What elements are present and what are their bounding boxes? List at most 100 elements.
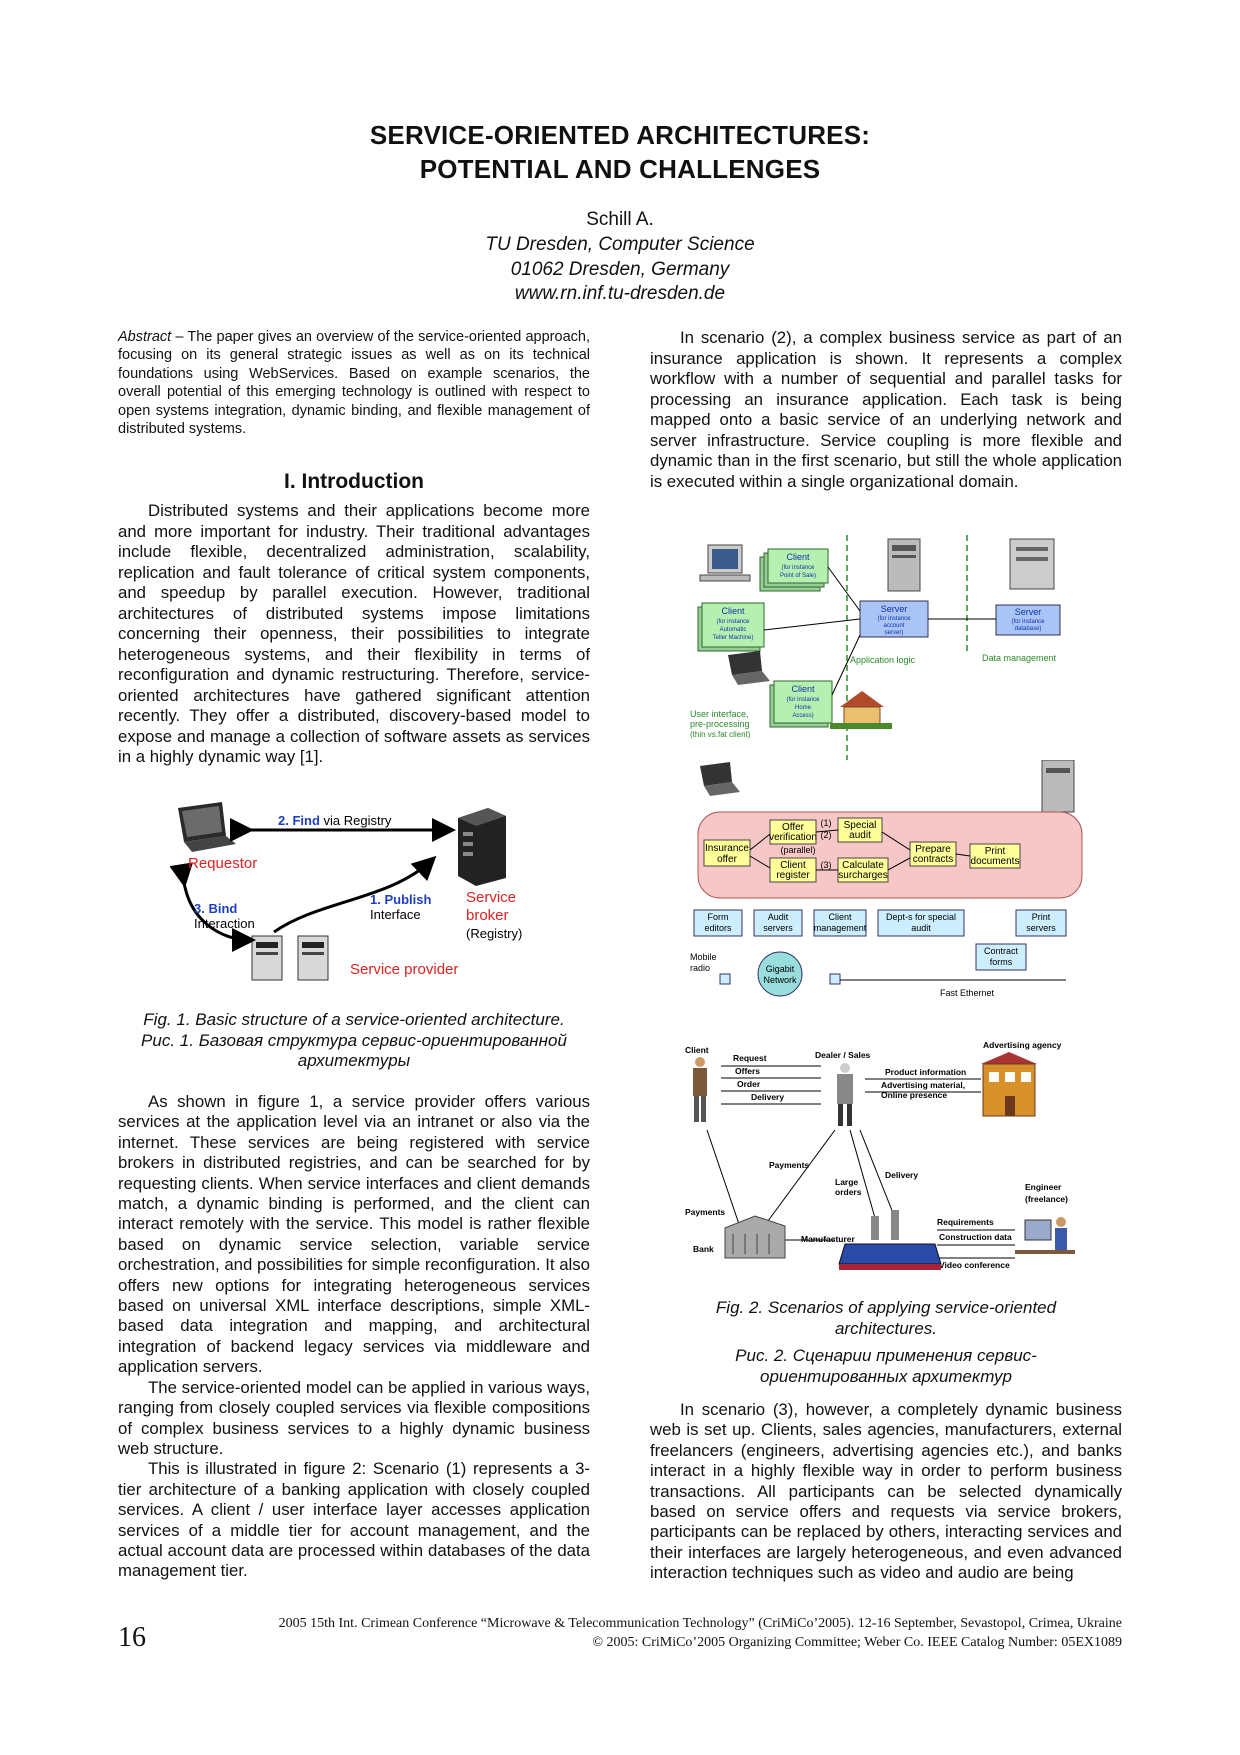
laptop-icon [178,802,236,852]
client-home-label: Client [791,684,815,694]
svg-text:2. Find via Registry: 2. Find via Registry [278,813,392,828]
caption-ru-2: архитектуры [297,1051,411,1070]
footer-line-2: © 2005: CriMiCo’2005 Organizing Committe… [592,1635,1122,1650]
paragraph: The service-oriented model can be applie… [118,1377,590,1458]
footer: 2005 15th Int. Crimean Conference “Micro… [279,1614,1122,1652]
server-icon [458,808,506,886]
author: Schill A. [586,209,654,230]
agency-building-icon [981,1052,1037,1117]
construction-label: Construction data [939,1232,1012,1242]
caption-ru-1: Рис. 2. Сценарии применения сервис- [735,1346,1037,1365]
requirements-label: Requirements [937,1217,994,1227]
product-info-label: Product information [885,1067,966,1077]
bind-arrow [170,862,256,952]
online-label: Online presence [881,1090,947,1100]
insurance-label: Insurance [705,843,749,854]
prepare-label: Prepare [915,844,951,855]
house-icon [830,691,892,729]
server-account-label: Server [881,604,908,614]
ui-label-3: (thin vs.fat client) [690,730,751,739]
dealer-person-icon [837,1063,853,1126]
client-home-sub: (for instance [786,697,820,703]
special-label: audit [849,830,871,841]
paragraph: In scenario (3), however, a completely d… [650,1400,1122,1583]
print-docs-label: documents [971,856,1020,867]
large-orders-label: Large [835,1177,858,1187]
figure-2-scenario-2: Insurance offer Offer verification (1) (… [690,760,1083,998]
contract-forms-label: forms [990,957,1013,967]
broker-label-3: (Registry) [466,926,522,941]
client-home-sub: Access) [792,713,813,719]
title-line-2: POTENTIAL AND CHALLENGES [419,154,821,184]
desktop-pc-icon [699,544,751,582]
server-account-sub: (for instance [877,616,911,622]
delivery-label: Delivery [885,1170,918,1180]
agency-label: Advertising agency [983,1040,1062,1050]
server-account-sub: account [883,623,904,629]
server-tower-icon [1041,760,1075,813]
abstract: Abstract – The paper gives an overview o… [118,328,590,438]
title-line-1: SERVICE-ORIENTED ARCHITECTURES: [369,120,871,150]
publish-label-num: 1. Publish [370,892,431,907]
client-register-label: register [776,870,810,881]
intro-paragraph: Distributed systems and their applicatio… [118,501,590,768]
abstract-text: – The paper gives an overview of the ser… [118,329,590,438]
right-column-text-top: In scenario (2), a complex business serv… [650,328,1122,492]
calculate-label: surcharges [838,870,887,881]
offer-label: Offer [782,822,805,833]
order-label: Order [737,1079,761,1089]
client-mgmt-label: management [814,923,867,933]
audit-servers-label: servers [763,923,793,933]
client-atm-sub: Automatic [720,627,747,633]
gigabit-label: Gigabit [766,964,795,974]
payments-label: Payments [685,1207,725,1217]
large-orders-label: orders [835,1187,862,1197]
client-atm-sub: Teller Machine) [713,635,754,641]
client-pos-sub: (for instance [781,565,815,571]
print-docs-label: Print [985,846,1006,857]
engineer-label: (freelance) [1025,1194,1068,1204]
engineer-icon [1015,1217,1075,1254]
step-num: (1) [821,818,832,828]
server-db-sub: (for instance [1011,619,1045,625]
figure-2-scenario-3: Client Request Offers Order Delivery Dea… [685,1040,1075,1270]
calculate-label: Calculate [842,860,884,871]
ui-label-1: User interface, [690,709,749,719]
client-pos-label: Client [786,552,810,562]
page-number: 16 [118,1622,146,1653]
caption-ru-1: Рис. 1. Базовая структура сервис-ориенти… [141,1030,567,1050]
affiliation-url: www.rn.inf.tu-dresden.de [514,283,726,304]
contract-forms-label: Contract [984,946,1019,956]
client-atm-label: Client [721,606,745,616]
engineer-label: Engineer [1025,1182,1062,1192]
step-num: (2) [821,830,832,840]
client-pos-sub: Point of Sale) [780,573,816,579]
server-db-label: Server [1015,607,1042,617]
figure-1-caption: Fig. 1. Basic structure of a service-ori… [118,1010,590,1072]
find-label-rest: via Registry [320,813,392,828]
client-home-sub: Home [795,705,812,711]
affiliation: TU Dresden, Computer Science 01062 Dresd… [0,233,1240,307]
fast-ethernet-label: Fast Ethernet [940,988,995,998]
figure-2-caption: Fig. 2. Scenarios of applying service-or… [650,1298,1122,1387]
dept-audit-label: Dept-s for special [886,912,956,922]
audit-servers-label: Audit [768,912,789,922]
client-atm-sub: (for instance [716,619,750,625]
offers-label: Offers [735,1066,760,1076]
paper-title: SERVICE-ORIENTED ARCHITECTURES: POTENTIA… [0,118,1240,186]
caption-ru-2: ориентированных архитектур [760,1366,1012,1386]
request-label: Request [733,1053,767,1063]
client-register-label: Client [780,860,806,871]
find-label-num: 2. Find [278,813,320,828]
broker-label-2: broker [466,907,509,924]
mobile-radio-label: Mobile [690,952,717,962]
server-account-sub: server) [885,630,904,636]
offer-label: verification [769,832,817,843]
prepare-label: contracts [913,854,954,865]
manufacturer-label: Manufacturer [801,1234,856,1244]
adv-material-label: Advertising material, [881,1080,965,1090]
footer-line-1: 2005 15th Int. Crimean Conference “Micro… [278,1616,1122,1631]
server-db-sub: database) [1015,626,1042,632]
laptop-icon [700,762,740,796]
laptop-icon [728,651,770,685]
